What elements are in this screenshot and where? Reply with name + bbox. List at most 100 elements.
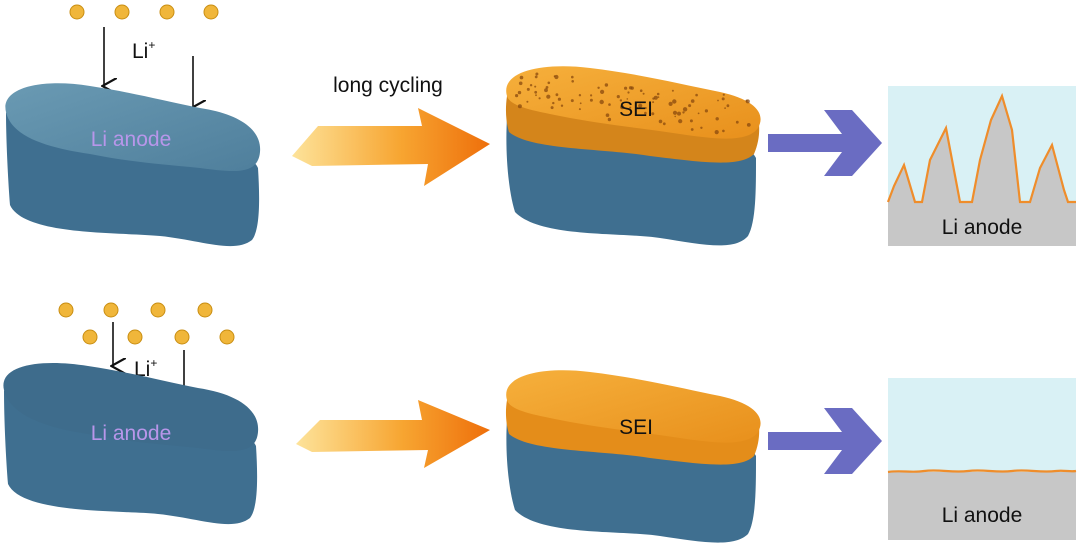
lithium-ion-icon (219, 329, 235, 345)
sei-pore (657, 96, 660, 98)
ion-label: Li+ (132, 38, 155, 63)
sei-label: SEI (619, 98, 653, 121)
sei-pore (526, 87, 530, 91)
sei-pore (519, 75, 524, 80)
sei-pore (700, 126, 703, 129)
sei-pore (534, 75, 538, 79)
sei-pore (651, 112, 655, 116)
sei-pore (578, 108, 581, 111)
row-2: Li+ Li anode SEI Li anode (3, 302, 1077, 543)
sei-pore (642, 92, 645, 95)
sei-stack: SEI (505, 370, 761, 543)
right-arrow-icon (292, 108, 490, 186)
sei-pore (608, 103, 611, 106)
sei-pore (534, 85, 537, 88)
sei-pore (735, 120, 739, 124)
sei-pore (600, 89, 605, 94)
sei-pore (636, 107, 639, 110)
sei-pore (715, 117, 719, 121)
sei-pore (674, 115, 676, 118)
ion-group (58, 302, 235, 345)
sei-label: SEI (619, 416, 653, 439)
flat-interface-line (887, 469, 1077, 474)
sei-pore (668, 101, 673, 106)
sei-pore (639, 89, 643, 92)
sei-pores (515, 72, 751, 135)
sei-pore (545, 86, 549, 89)
lithium-ion-icon (58, 302, 74, 318)
sei-pore (535, 94, 537, 97)
sei-pore (517, 104, 522, 109)
lithium-ion-icon (127, 329, 143, 345)
sei-pore (604, 83, 609, 87)
sei-pore (546, 94, 551, 99)
ion-group (69, 4, 219, 20)
sei-layer (506, 370, 761, 443)
sei-pore (724, 107, 726, 109)
lithium-ion-icon (82, 329, 98, 345)
lithium-ion-icon (197, 302, 213, 318)
sei-pore (689, 119, 693, 123)
sei-pore (624, 86, 628, 90)
right-arrow-icon (296, 400, 490, 468)
right-arrow-icon (768, 408, 882, 474)
sei-pore (682, 107, 688, 112)
sei-pore (672, 110, 678, 115)
sei-pore (579, 102, 582, 105)
sei-pore (599, 99, 604, 105)
sei-pore (538, 97, 541, 100)
sei-pore (605, 113, 610, 117)
sei-pore (629, 106, 632, 109)
sei-pore (627, 91, 630, 94)
right-arrow-icon (768, 110, 882, 176)
sei-pore (677, 111, 681, 116)
sei-layer (506, 66, 761, 139)
sei-pore (722, 129, 725, 133)
sei-pore (690, 99, 695, 103)
sei-pore (570, 99, 574, 103)
sei-pore (697, 112, 700, 115)
sei-pore (518, 81, 523, 86)
dendrite-profile (888, 96, 1076, 204)
sei-pore (695, 93, 698, 97)
anode-label: Li anode (91, 128, 172, 151)
sei-pore (652, 101, 655, 104)
sei-pore (517, 90, 522, 95)
sei-pore (714, 130, 719, 135)
sei-pore (597, 86, 600, 90)
interface-panel: Li anode (887, 378, 1077, 540)
lithium-ion-icon (150, 302, 166, 318)
sei-pore (620, 105, 625, 110)
sei-pore (552, 101, 555, 105)
sei-pore (515, 94, 519, 98)
sei-pore (535, 72, 539, 76)
sei-pore (590, 94, 593, 97)
lithium-ion-icon (114, 4, 130, 20)
sei-pore (653, 95, 658, 100)
sei-pore (560, 104, 564, 107)
sei-pore (571, 80, 574, 83)
sei-pore (717, 99, 719, 102)
sei-pore (722, 93, 725, 96)
sei-pore (616, 95, 620, 99)
sei-pore (547, 81, 551, 85)
li-anode-block: Li anode (3, 363, 259, 525)
sei-pore (534, 90, 538, 94)
lithium-ion-icon (174, 329, 190, 345)
sei-pore (578, 94, 582, 97)
lithium-ion-icon (103, 302, 119, 318)
sei-pore (555, 93, 559, 97)
lithium-ion-icon (69, 4, 85, 20)
sei-pore (557, 97, 562, 101)
sei-pore (662, 122, 666, 126)
lithium-ion-icon (203, 4, 219, 20)
lithium-ion-icon (159, 4, 175, 20)
anode-label: Li anode (91, 422, 172, 445)
sei-pore (553, 75, 556, 78)
sei-pore (626, 98, 629, 100)
sei-pore (688, 104, 692, 108)
sei-pore (544, 88, 548, 93)
sei-pore (644, 107, 647, 109)
sei-pore (682, 111, 685, 114)
